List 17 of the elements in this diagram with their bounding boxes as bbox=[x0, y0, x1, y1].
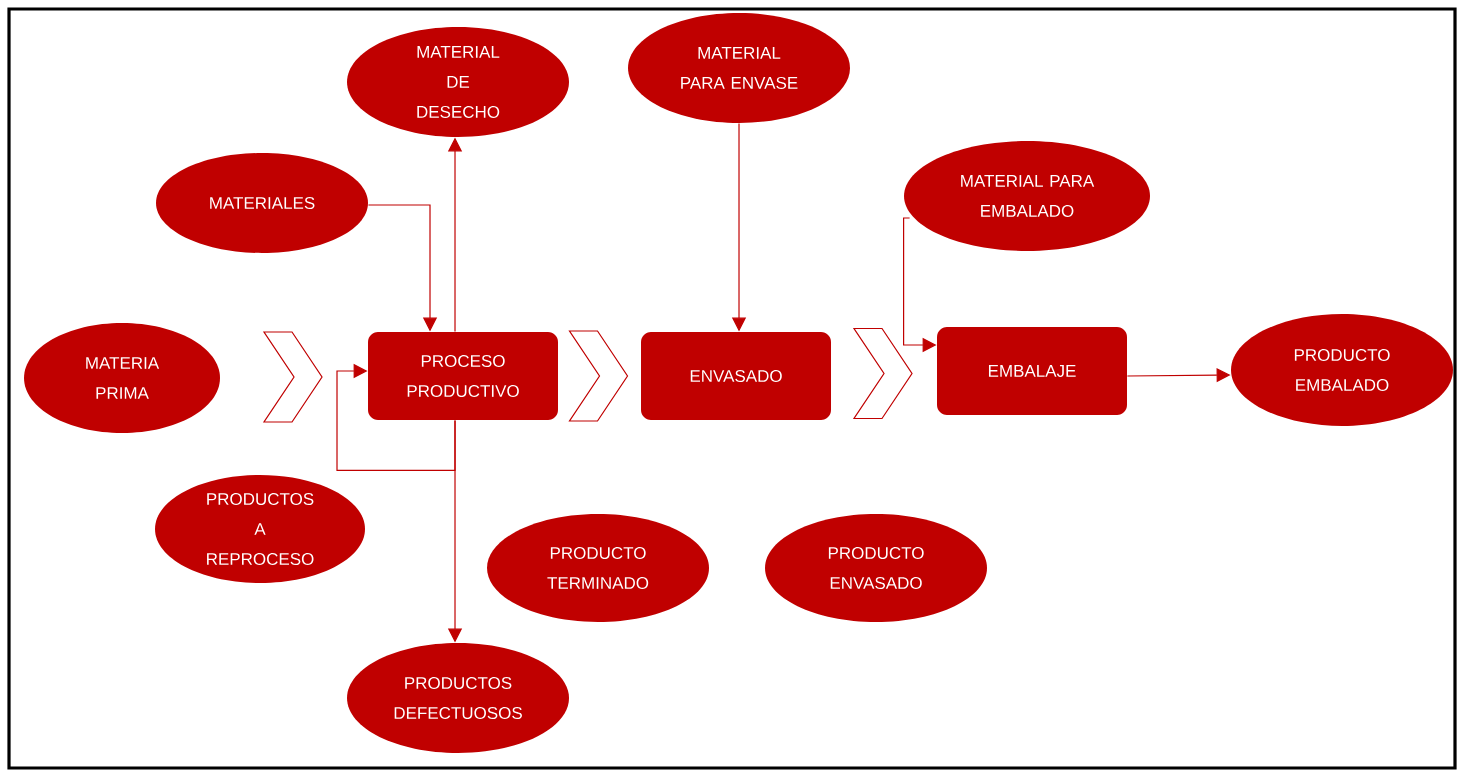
ellipse-node: MATERIAL PARA EMBALADO bbox=[904, 141, 1150, 251]
ellipse-node: MATERIAL PARA ENVASE bbox=[628, 13, 850, 123]
ellipse-node: PRODUCTOS A REPROCESO bbox=[155, 475, 365, 583]
ellipse-node: MATERIA PRIMA bbox=[24, 323, 220, 433]
arrow bbox=[336, 363, 456, 471]
ellipse-node: PRODUCTOS DEFECTUOSOS bbox=[347, 643, 569, 753]
ellipse-node: MATERIALES bbox=[156, 153, 368, 253]
process-box: ENVASADO bbox=[641, 332, 831, 420]
ellipse-node: PRODUCTO TERMINADO bbox=[487, 514, 709, 622]
chevron-arrow bbox=[262, 331, 323, 423]
process-box: PROCESO PRODUCTIVO bbox=[368, 332, 558, 420]
chevron-arrow bbox=[568, 330, 629, 422]
ellipse-node: PRODUCTO ENVASADO bbox=[765, 514, 987, 622]
ellipse-node: PRODUCTO EMBALADO bbox=[1231, 314, 1453, 426]
ellipse-node: MATERIAL DE DESECHO bbox=[347, 27, 569, 137]
chevron-arrow bbox=[852, 327, 913, 420]
process-box: EMBALAJE bbox=[937, 327, 1127, 415]
